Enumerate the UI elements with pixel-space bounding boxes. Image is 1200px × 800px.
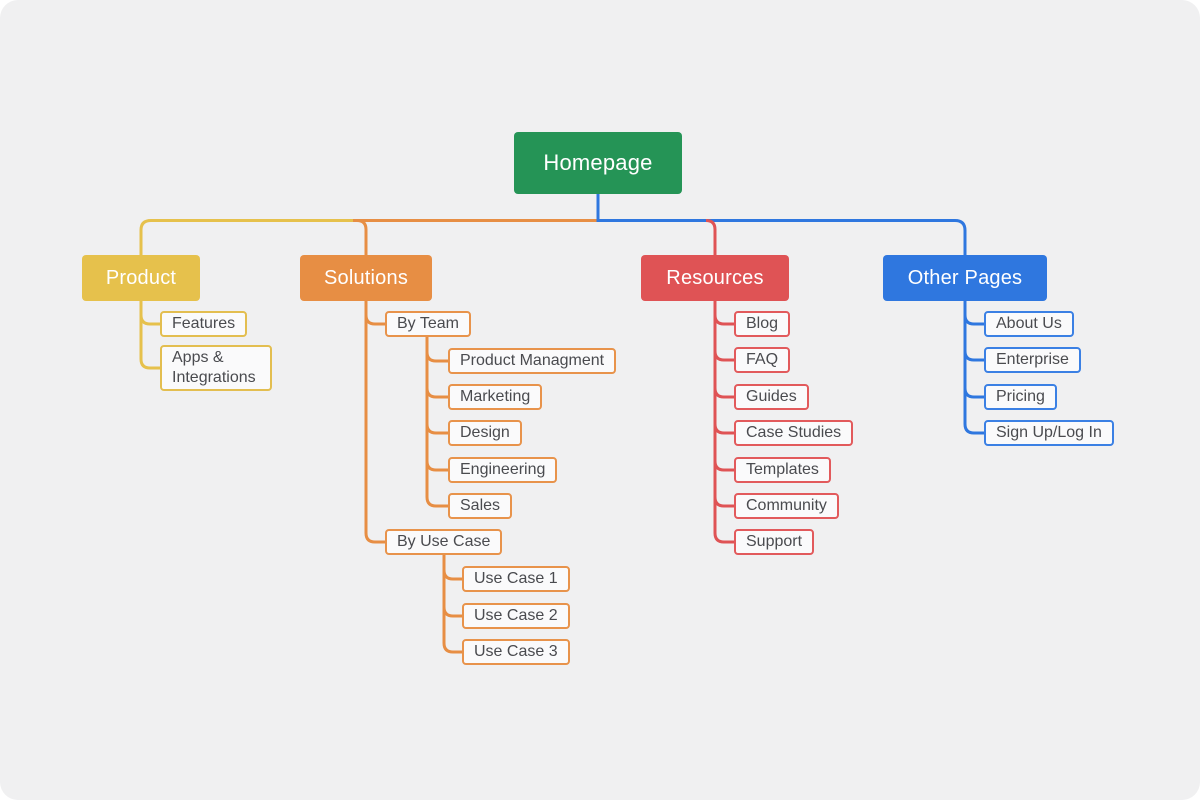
node-label: By Team xyxy=(397,315,459,332)
node-design[interactable]: Design xyxy=(448,420,522,446)
node-by-use-case[interactable]: By Use Case xyxy=(385,529,503,555)
node-label: Case Studies xyxy=(746,424,842,441)
node-label: Use Case 3 xyxy=(474,643,558,660)
node-use-case-3[interactable]: Use Case 3 xyxy=(462,639,570,665)
node-label: Enterprise xyxy=(996,351,1069,368)
node-marketing[interactable]: Marketing xyxy=(448,384,543,410)
node-label: Blog xyxy=(746,315,779,332)
node-templates[interactable]: Templates xyxy=(734,457,831,483)
node-label: FAQ xyxy=(746,351,779,368)
node-label: Solutions xyxy=(323,266,409,289)
node-label: Engineering xyxy=(460,461,546,478)
node-blog[interactable]: Blog xyxy=(734,311,791,337)
node-about-us[interactable]: About Us xyxy=(984,311,1074,337)
node-by-team[interactable]: By Team xyxy=(385,311,471,337)
node-label: Use Case 2 xyxy=(474,607,558,624)
node-label: Design xyxy=(460,424,510,441)
node-label: Homepage xyxy=(543,150,653,175)
node-engineering[interactable]: Engineering xyxy=(448,457,558,483)
node-label: Pricing xyxy=(996,388,1045,405)
node-label: Community xyxy=(746,497,827,514)
node-label: Product xyxy=(105,266,177,289)
node-label: Use Case 1 xyxy=(474,570,558,587)
node-support[interactable]: Support xyxy=(734,529,815,555)
node-label: Features xyxy=(172,315,236,332)
node-use-case-2[interactable]: Use Case 2 xyxy=(462,603,570,629)
node-label: Sign Up/Log In xyxy=(996,424,1102,441)
node-features[interactable]: Features xyxy=(160,311,248,337)
node-sign-up-log-in[interactable]: Sign Up/Log In xyxy=(984,420,1114,446)
node-label: Resources xyxy=(666,266,764,289)
node-label: Support xyxy=(746,533,803,550)
node-community[interactable]: Community xyxy=(734,493,839,519)
node-other-pages[interactable]: Other Pages xyxy=(883,255,1047,301)
node-product-managment[interactable]: Product Managment xyxy=(448,348,617,374)
node-case-studies[interactable]: Case Studies xyxy=(734,420,854,446)
node-solutions[interactable]: Solutions xyxy=(300,255,432,301)
node-resources[interactable]: Resources xyxy=(641,255,789,301)
node-label: Marketing xyxy=(460,388,531,405)
node-apps-integrations[interactable]: Apps & Integrations xyxy=(160,345,272,391)
node-use-case-1[interactable]: Use Case 1 xyxy=(462,566,570,592)
node-label: Guides xyxy=(746,388,797,405)
node-label: Apps & Integrations xyxy=(172,349,256,386)
node-label: About Us xyxy=(996,315,1062,332)
node-faq[interactable]: FAQ xyxy=(734,347,791,373)
node-enterprise[interactable]: Enterprise xyxy=(984,347,1081,373)
node-label: By Use Case xyxy=(397,533,491,550)
node-sales[interactable]: Sales xyxy=(448,493,513,519)
node-label: Sales xyxy=(460,497,501,514)
node-product[interactable]: Product xyxy=(82,255,200,301)
node-guides[interactable]: Guides xyxy=(734,384,809,410)
node-label: Other Pages xyxy=(907,266,1023,289)
node-label: Product Managment xyxy=(460,352,605,369)
node-homepage[interactable]: Homepage xyxy=(514,132,682,194)
node-label: Templates xyxy=(746,461,819,478)
node-pricing[interactable]: Pricing xyxy=(984,384,1057,410)
